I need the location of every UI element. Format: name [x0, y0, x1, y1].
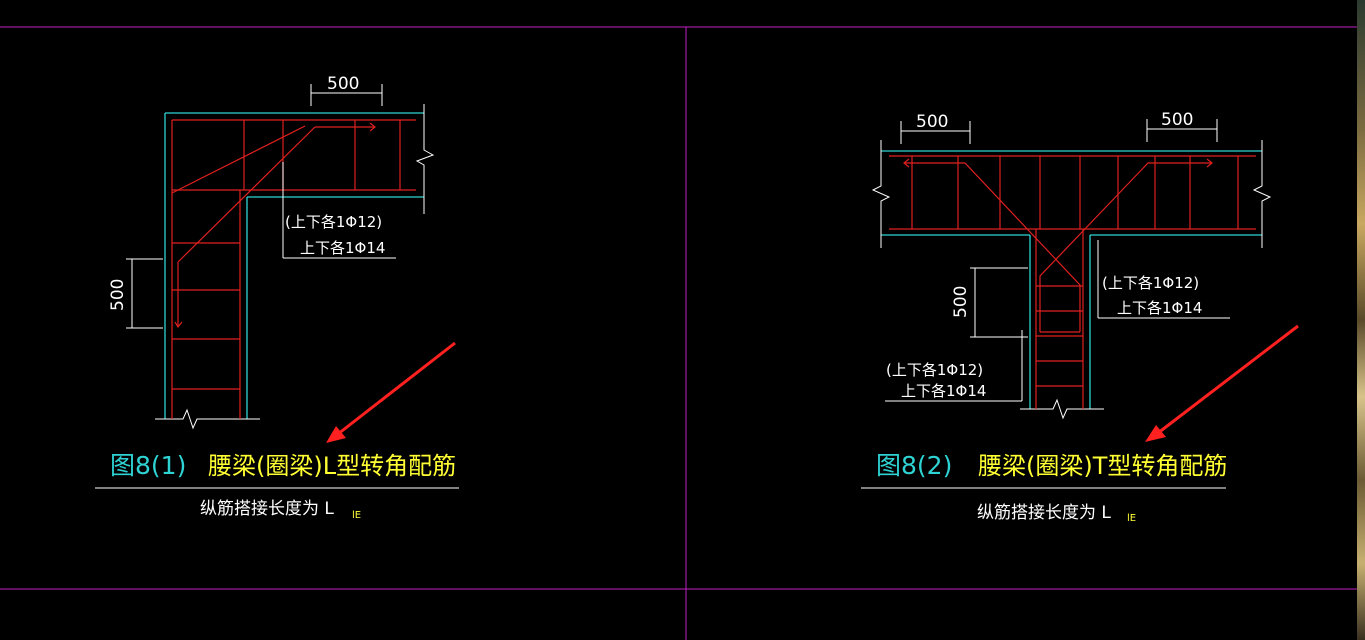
l-note-line2: 上下各1Φ14 — [300, 239, 385, 257]
t-figure-number: 图8(2) — [876, 451, 952, 480]
t-dim-top-left: 500 — [916, 112, 948, 132]
t-corner-rebar — [889, 155, 1256, 409]
l-subtitle: 纵筋搭接长度为 L — [200, 499, 334, 519]
l-figure-number: 图8(1) — [110, 451, 186, 480]
l-corner-break-lines — [155, 104, 435, 430]
t-corner-outline — [881, 150, 1262, 409]
t-subtitle: 纵筋搭接长度为 L — [977, 503, 1111, 523]
t-corner-dimensions — [885, 119, 1230, 402]
l-corner-rebar — [171, 119, 416, 419]
t-note-left-line2: 上下各1Φ14 — [901, 382, 986, 400]
t-dim-top-right: 500 — [1161, 110, 1193, 130]
t-figure-title: 腰梁(圈梁)T型转角配筋 — [978, 452, 1227, 480]
l-dim-top: 500 — [327, 74, 359, 94]
background-window-strip[interactable] — [1357, 0, 1365, 640]
t-dim-side: 500 — [951, 286, 971, 318]
t-subtitle-subscript: lE — [1127, 513, 1136, 524]
t-note-right-line2: 上下各1Φ14 — [1117, 299, 1202, 317]
l-dim-side: 500 — [108, 279, 128, 311]
l-note-line1: (上下各1Φ12) — [285, 213, 382, 231]
l-corner-dimensions — [126, 84, 396, 329]
t-arrow — [1145, 324, 1299, 442]
l-arrow — [326, 341, 456, 443]
viewport-borders — [0, 26, 1357, 640]
t-corner-break-lines — [871, 140, 1272, 420]
l-figure-title: 腰梁(圈梁)L型转角配筋 — [208, 452, 456, 480]
l-corner-drawing: 500 500 (上下各1Φ12) 上下各1Φ14 图8(1) 腰梁(圈梁)L型… — [95, 74, 459, 521]
t-corner-drawing: 500 500 500 (上下各1Φ12) 上下各1Φ14 (上下各1Φ12) … — [861, 110, 1299, 524]
t-note-left-line1: (上下各1Φ12) — [886, 361, 983, 379]
l-subtitle-subscript: lE — [352, 510, 361, 521]
l-corner-outline — [164, 112, 424, 419]
t-note-right-line1: (上下各1Φ12) — [1102, 274, 1199, 292]
